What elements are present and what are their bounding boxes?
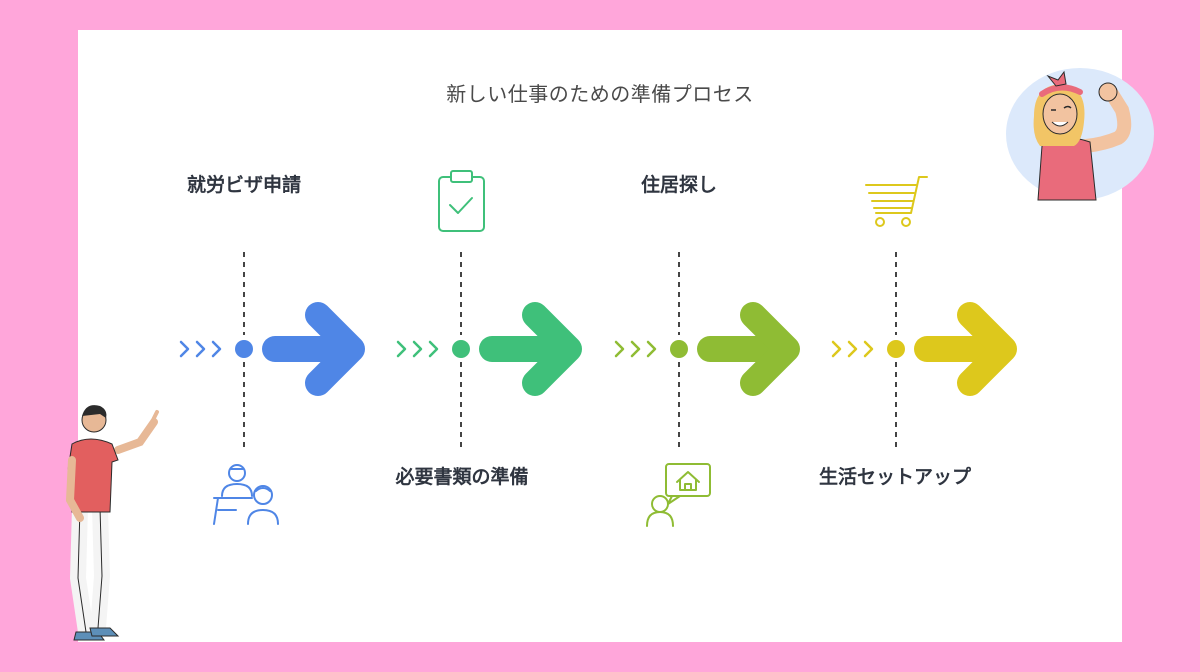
step-2-label: 必要書類の準備 (395, 466, 529, 488)
step-3-arrow (697, 302, 800, 396)
step-4-arrow (914, 302, 1017, 396)
step-3-arrow-group (614, 302, 800, 396)
connector-lines (243, 252, 897, 452)
step-3-label: 住居探し (640, 174, 717, 196)
step-3-dot (670, 340, 688, 358)
step-2-dot (452, 340, 470, 358)
step-3-chevrons (614, 340, 657, 358)
step-4-arrow-group (831, 302, 1017, 396)
woman-flexing-illustration (1006, 68, 1154, 201)
step-4-chevrons (831, 340, 874, 358)
man-pointing-illustration (65, 405, 159, 641)
interview-people-icon (213, 464, 279, 525)
step-4-label: 生活セットアップ (818, 466, 971, 488)
shopping-cart-icon (865, 176, 928, 227)
step-2-chevrons (396, 340, 439, 358)
diagram-title: 新しい仕事のための準備プロセス (446, 82, 754, 106)
house-search-person-icon (646, 463, 711, 527)
step-1-dot (235, 340, 253, 358)
step-4-dot (887, 340, 905, 358)
step-1-arrow (262, 302, 365, 396)
step-1-chevrons (179, 340, 222, 358)
clipboard-check-icon (438, 170, 485, 232)
step-1-arrow-group (179, 302, 365, 396)
step-2-arrow-group (396, 302, 582, 396)
step-2-arrow (479, 302, 582, 396)
step-1-label: 就労ビザ申請 (186, 174, 301, 196)
